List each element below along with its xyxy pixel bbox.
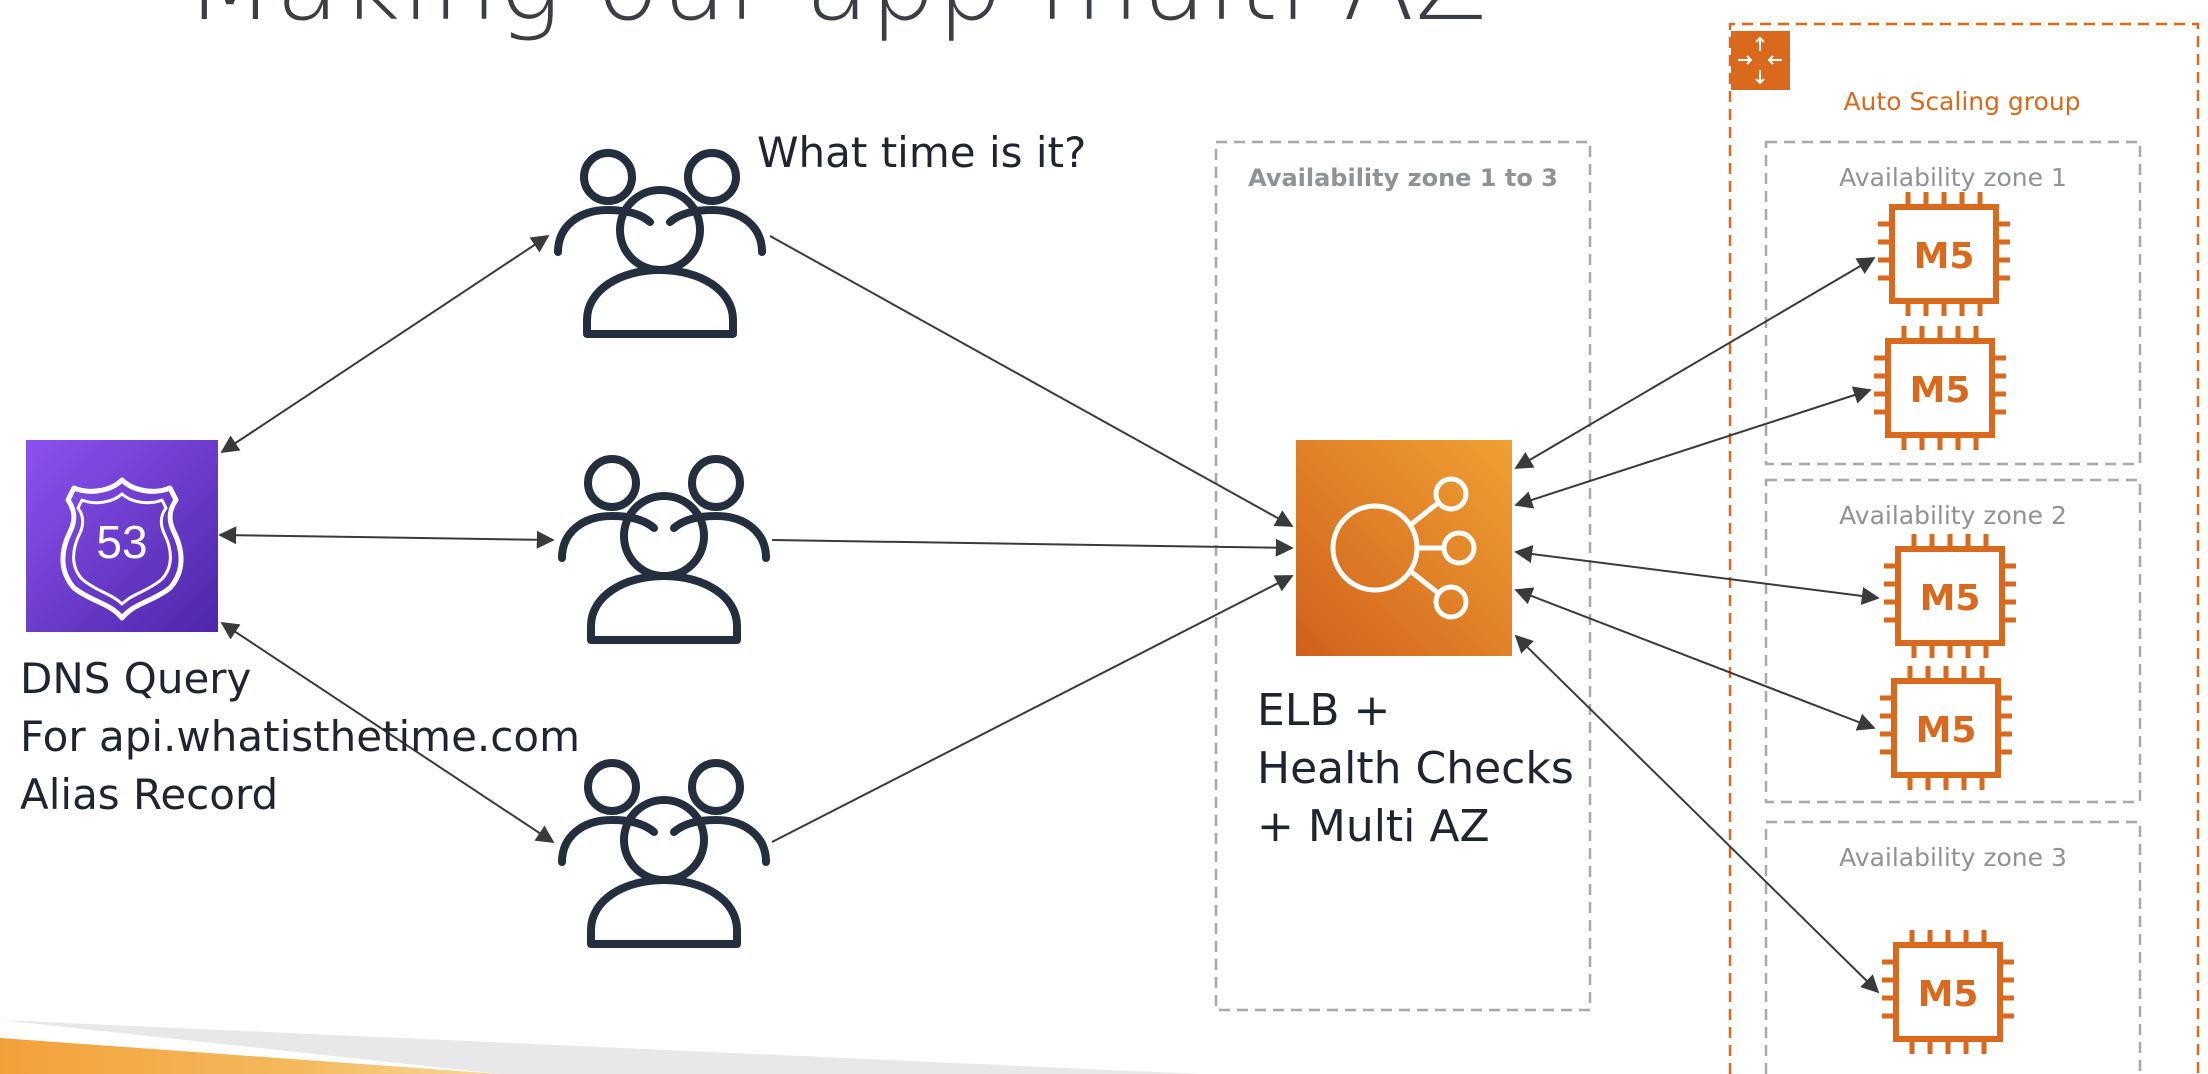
arrow-users-top-elb — [769, 235, 1294, 527]
svg-text:M5: M5 — [1920, 578, 1981, 619]
svg-text:M5: M5 — [1918, 974, 1979, 1015]
svg-text:M5: M5 — [1910, 370, 1971, 411]
elb-caption-line-1: ELB + — [1257, 685, 1391, 736]
m5-instance-1: M5 — [1878, 192, 2010, 316]
m5-instance-2: M5 — [1874, 326, 2006, 450]
asg-label: Auto Scaling group — [1843, 87, 2080, 116]
dns-caption-line-1: DNS Query — [20, 654, 252, 703]
az-outer-label: Availability zone 1 to 3 — [1248, 164, 1558, 192]
m5-instance-5: M5 — [1882, 930, 2014, 1054]
elb-caption-line-2: Health Checks — [1257, 743, 1574, 794]
arrow-users-bottom-elb — [771, 575, 1294, 843]
decorative-bar-shadow — [0, 1020, 1200, 1074]
users-top-icon — [558, 153, 762, 334]
elb-caption-line-3: + Multi AZ — [1257, 801, 1490, 852]
arrow-elb-m5-1 — [1514, 257, 1876, 469]
arrow-elb-m5-3 — [1514, 545, 1880, 605]
svg-text:M5: M5 — [1916, 710, 1977, 751]
dns-caption-line-2: For api.whatisthetime.com — [20, 712, 580, 761]
arrow-elb-m5-5 — [1514, 634, 1880, 994]
route53-icon: 53 — [26, 440, 218, 632]
dns-caption-line-3: Alias Record — [20, 770, 279, 819]
asg-icon — [1731, 31, 1790, 90]
arrow-dns-users-bottom — [220, 622, 555, 843]
az1-label: Availability zone 1 — [1839, 163, 2067, 192]
elb-caption: ELB + Health Checks + Multi AZ — [1257, 682, 1574, 856]
users-middle-icon — [562, 459, 766, 640]
m5-instance-4: M5 — [1880, 666, 2012, 790]
decorative-bar — [0, 1038, 500, 1074]
arrow-dns-users-middle — [218, 526, 555, 549]
az3-label: Availability zone 3 — [1839, 843, 2067, 872]
slide-title: Making our app multi AZ — [185, 0, 1487, 44]
m5-instance-3: M5 — [1884, 534, 2016, 658]
arrow-elb-m5-2 — [1514, 386, 1872, 509]
az-outer-box — [1214, 140, 1592, 1012]
dns-caption: DNS Query For api.whatisthetime.com Alia… — [20, 650, 580, 824]
svg-text:M5: M5 — [1914, 236, 1975, 277]
question-text: What time is it? — [757, 128, 1087, 177]
elb-icon — [1296, 440, 1512, 656]
route53-number: 53 — [96, 516, 147, 568]
users-bottom-icon — [562, 763, 766, 944]
arrow-users-middle-elb — [771, 538, 1294, 557]
arrow-dns-users-top — [220, 235, 550, 453]
az2-label: Availability zone 2 — [1839, 501, 2067, 530]
